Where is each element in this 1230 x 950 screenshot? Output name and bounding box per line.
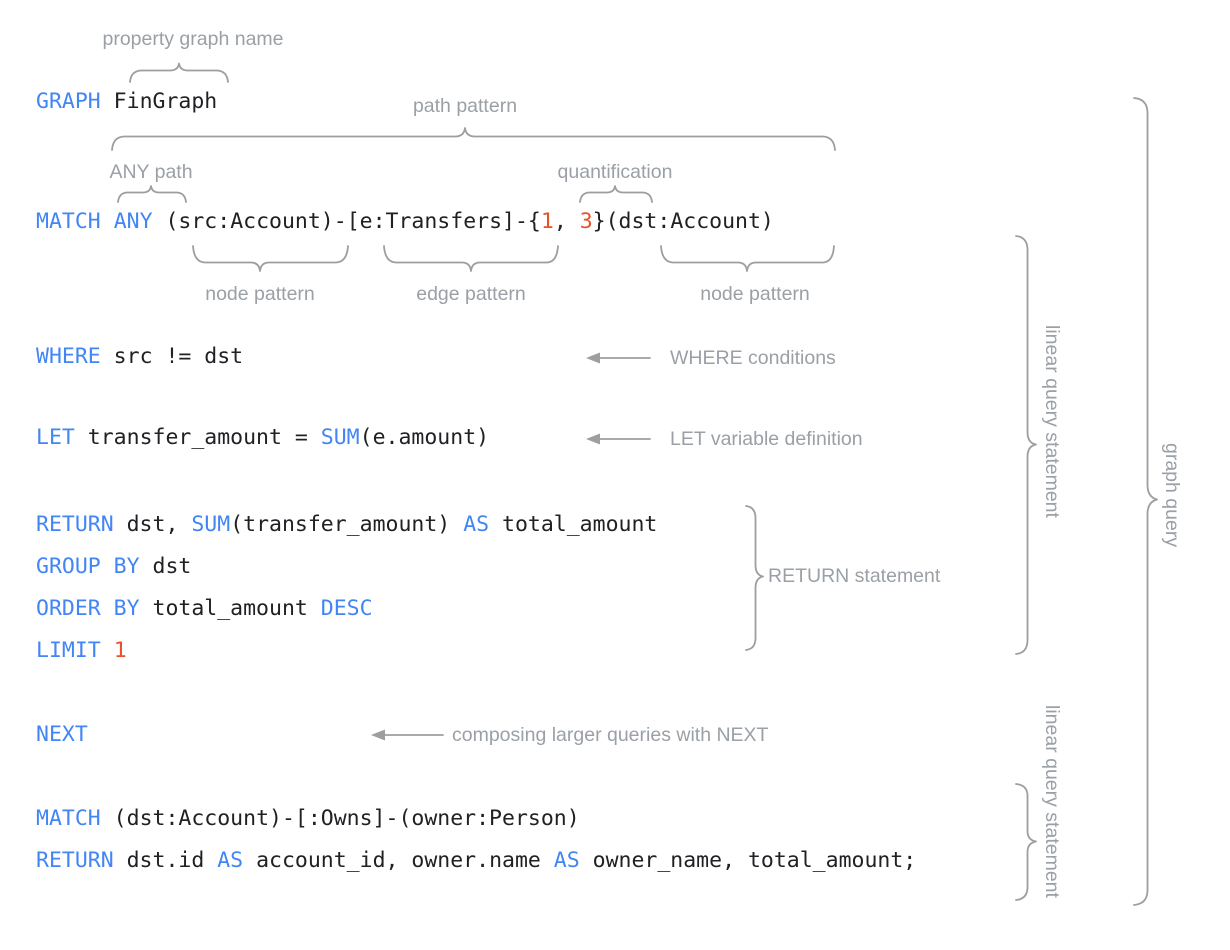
brace-graph-query <box>1133 97 1158 906</box>
label-quantification: quantification <box>557 161 673 183</box>
code-token-orderby-1: total_amount <box>139 596 321 621</box>
code-token-orderby-2: DESC <box>320 596 373 621</box>
code-token-return2-3: account_id, owner.name <box>243 848 554 873</box>
code-line-match1: MATCH ANY (src:Account)-[e:Transfers]-{1… <box>36 208 774 236</box>
brace-node-pattern-right <box>660 245 835 272</box>
code-token-return1-1: dst, <box>113 512 192 537</box>
code-token-limit-2: 1 <box>113 638 127 663</box>
code-token-graph-1: FinGraph <box>100 89 218 114</box>
label-return-statement: RETURN statement <box>768 565 941 587</box>
code-token-match1-0: MATCH <box>36 209 101 234</box>
code-token-return2-4: AS <box>553 848 580 873</box>
label-graph-query: graph query <box>1161 443 1183 548</box>
brace-any-path <box>117 185 187 203</box>
code-token-where-0: WHERE <box>36 344 101 369</box>
code-token-match1-4: 1 <box>540 209 554 234</box>
label-composing-with-next: composing larger queries with NEXT <box>452 724 769 746</box>
code-line-return2: RETURN dst.id AS account_id, owner.name … <box>36 847 916 875</box>
code-line-let: LET transfer_amount = SUM(e.amount) <box>36 424 489 452</box>
code-token-match1-5: , <box>553 209 580 234</box>
code-token-groupby-0: GROUP BY <box>36 554 140 579</box>
brace-property-graph-name <box>129 62 229 83</box>
code-token-let-0: LET <box>36 425 75 450</box>
brace-quantification <box>579 185 653 203</box>
label-where-conditions: WHERE conditions <box>670 347 836 369</box>
label-node-pattern-right: node pattern <box>700 283 810 305</box>
label-any-path: ANY path <box>109 161 193 183</box>
code-line-return1: RETURN dst, SUM(transfer_amount) AS tota… <box>36 511 657 539</box>
code-token-orderby-0: ORDER BY <box>36 596 140 621</box>
code-token-match1-2: ANY <box>113 209 153 234</box>
code-token-match1-7: }(dst:Account) <box>592 209 774 234</box>
code-token-return2-1: dst.id <box>113 848 218 873</box>
arrow-composing-next-head <box>371 729 385 741</box>
brace-edge-pattern <box>383 245 559 272</box>
code-token-return1-0: RETURN <box>36 512 114 537</box>
code-token-let-3: (e.amount) <box>359 425 490 450</box>
label-let-variable-definition: LET variable definition <box>670 428 863 450</box>
label-edge-pattern: edge pattern <box>416 283 526 305</box>
brace-node-pattern-left <box>192 245 349 272</box>
code-line-match2: MATCH (dst:Account)-[:Owns]-(owner:Perso… <box>36 805 580 833</box>
brace-path-pattern <box>111 127 836 151</box>
code-token-return1-3: (transfer_amount) <box>230 512 464 537</box>
code-token-let-1: transfer_amount = <box>74 425 321 450</box>
code-token-match2-1: (dst:Account)-[:Owns]-(owner:Person) <box>100 806 580 831</box>
code-token-return1-2: SUM <box>191 512 231 537</box>
code-line-where: WHERE src != dst <box>36 343 243 371</box>
code-token-limit-1 <box>101 638 114 663</box>
code-token-match1-1 <box>101 209 114 234</box>
code-token-return2-0: RETURN <box>36 848 114 873</box>
code-line-limit: LIMIT 1 <box>36 637 127 665</box>
brace-linear-query-statement-1 <box>1015 235 1037 655</box>
code-token-groupby-1: dst <box>139 554 192 579</box>
label-path-pattern: path pattern <box>412 95 518 117</box>
code-line-next: NEXT <box>36 721 88 749</box>
label-node-pattern-left: node pattern <box>205 283 315 305</box>
code-line-orderby: ORDER BY total_amount DESC <box>36 595 373 623</box>
code-token-return1-5: total_amount <box>489 512 658 537</box>
code-token-return1-4: AS <box>463 512 490 537</box>
label-property-graph-name: property graph name <box>102 28 284 50</box>
label-linear-query-statement-2: linear query statement <box>1041 705 1063 898</box>
arrow-where-conditions-head <box>586 352 600 364</box>
arrow-let-variable-head <box>586 433 600 445</box>
brace-return-statement <box>745 505 764 651</box>
code-token-match1-3: (src:Account)-[e:Transfers]-{ <box>152 209 541 234</box>
code-token-return2-5: owner_name, total_amount; <box>579 848 917 873</box>
code-token-where-1: src != dst <box>100 344 244 369</box>
code-token-let-2: SUM <box>320 425 360 450</box>
code-token-match2-0: MATCH <box>36 806 101 831</box>
code-token-next-0: NEXT <box>36 722 88 747</box>
brace-linear-query-statement-2 <box>1015 783 1037 901</box>
label-linear-query-statement-1: linear query statement <box>1041 325 1063 518</box>
code-token-graph-0: GRAPH <box>36 89 101 114</box>
code-token-match1-6: 3 <box>579 209 593 234</box>
code-line-groupby: GROUP BY dst <box>36 553 191 581</box>
code-token-return2-2: AS <box>217 848 244 873</box>
code-line-graph: GRAPH FinGraph <box>36 88 217 116</box>
code-token-limit-0: LIMIT <box>36 638 101 663</box>
